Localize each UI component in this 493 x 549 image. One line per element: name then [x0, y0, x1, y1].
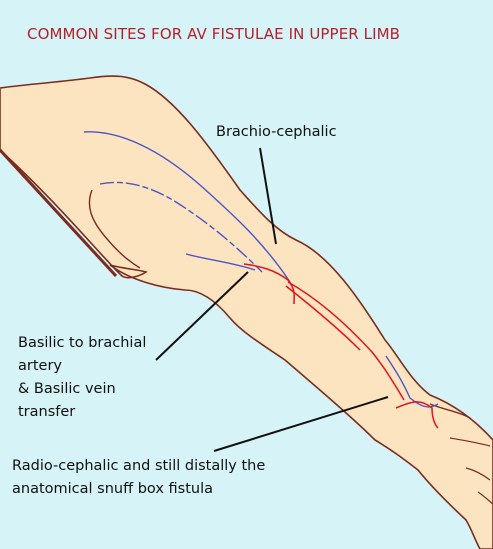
- elbow-fold: [88, 189, 141, 269]
- diagram-title: COMMON SITES FOR AV FISTULAE IN UPPER LI…: [27, 25, 401, 43]
- pointer-radio-cephalic: [213, 396, 389, 452]
- label-basilic-transfer: Basilic to brachial artery & Basilic vei…: [18, 335, 147, 420]
- cephalic-vein: [83, 131, 291, 283]
- pointer-basilic: [155, 271, 249, 361]
- body-edge-line: [0, 148, 118, 278]
- radial-artery: [287, 281, 405, 401]
- finger-outline-2: [477, 491, 493, 505]
- median-vein: [185, 253, 256, 271]
- ulnar-artery: [285, 285, 361, 351]
- finger-outline: [465, 467, 491, 481]
- pointer-brachio-cephalic: [259, 147, 277, 245]
- basilic-vein: [99, 181, 263, 273]
- label-brachio-cephalic: Brachio-cephalic: [216, 124, 337, 140]
- brachial-artery: [243, 263, 295, 305]
- label-radio-cephalic: Radio-cephalic and still distally the an…: [12, 458, 266, 497]
- palmar-arch: [395, 401, 439, 429]
- hand-crease: [449, 437, 491, 447]
- arm-outline: [0, 75, 493, 549]
